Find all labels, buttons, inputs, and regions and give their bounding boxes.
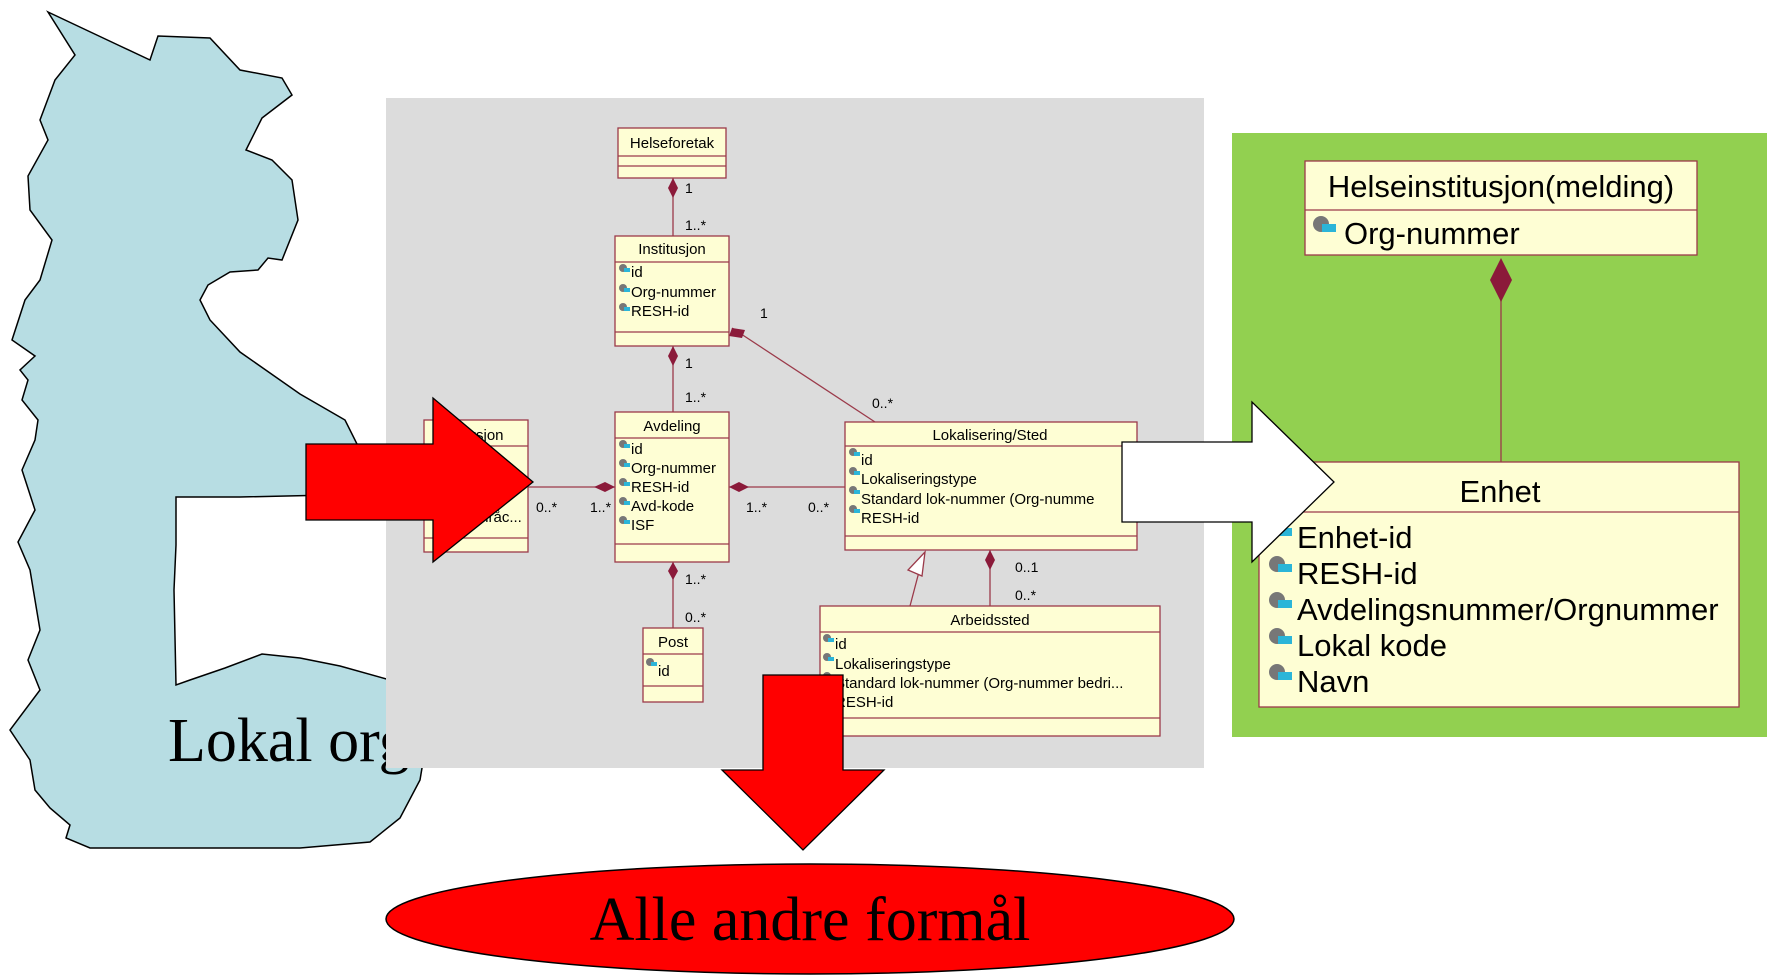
class-attribute: RESH-id [835, 694, 893, 711]
multiplicity-label: 1..* [685, 389, 707, 405]
attr-icon [1269, 592, 1292, 608]
attr-icon [619, 497, 630, 505]
ellipse-label: Alle andre formål [589, 886, 1031, 954]
class-arbeidssted: Arbeidssted id Lokaliseringstype Standar… [819, 605, 1161, 737]
class-attribute: Org-nummer [1344, 216, 1520, 251]
class-title: Helseforetak [630, 135, 715, 152]
class-attribute: Lokaliseringstype [835, 656, 951, 673]
composition-diamond [985, 550, 995, 570]
class-post: Post id [642, 627, 704, 703]
class-title: Institusjon [638, 241, 706, 258]
attr-icon [823, 634, 834, 642]
composition-diamond [729, 328, 745, 338]
class-title: Helseinstitusjon(melding) [1328, 169, 1674, 204]
red-arrow-down-icon [720, 674, 886, 851]
class-attribute: RESH-id [1297, 556, 1418, 591]
composition-diamond [668, 562, 678, 580]
class-attribute: id [835, 636, 847, 653]
class-attribute: Enhet-id [1297, 520, 1412, 555]
multiplicity-label: 1 [685, 180, 693, 196]
attr-icon [1269, 628, 1292, 644]
class-attribute: id [658, 663, 670, 680]
red-arrow-right-icon [305, 396, 535, 564]
class-helseforetak: Helseforetak [617, 127, 727, 179]
multiplicity-label: 1 [685, 355, 693, 371]
attr-icon [823, 653, 834, 661]
class-institusjon: Institusjon id Org-nummer RESH-id [614, 235, 730, 347]
attr-icon [849, 505, 860, 513]
attr-icon [1269, 556, 1292, 572]
multiplicity-label: 0..1 [1015, 559, 1039, 575]
attr-icon [849, 467, 860, 475]
class-attribute: RESH-id [631, 303, 689, 320]
multiplicity-label: 1 [760, 305, 768, 321]
composition-diamond [668, 178, 678, 198]
class-attribute: Standard lok-nummer (Org-nummer bedri... [835, 675, 1123, 692]
attr-icon [619, 440, 630, 448]
attr-icon [619, 459, 630, 467]
attr-icon [646, 658, 657, 666]
multiplicity-label: 0..* [536, 499, 558, 515]
attr-icon [849, 486, 860, 494]
composition-diamond [729, 482, 749, 492]
class-enhet: Enhet Enhet-id RESH-id Avdelingsnummer/O… [1258, 461, 1740, 708]
attr-icon [1313, 216, 1336, 232]
class-attribute: Avd-kode [631, 498, 694, 515]
multiplicity-label: 0..* [1015, 587, 1037, 603]
attr-icon [619, 284, 630, 292]
class-attribute: Standard lok-nummer (Org-numme [861, 491, 1094, 508]
class-attribute: Lokaliseringstype [861, 471, 977, 488]
attr-icon [619, 264, 630, 272]
multiplicity-label: 0..* [872, 395, 894, 411]
class-lokalisering: Lokalisering/Sted id Lokaliseringstype S… [844, 421, 1138, 551]
class-title: Arbeidssted [950, 612, 1029, 629]
class-avdeling: Avdeling id Org-nummer RESH-id Avd-kode … [614, 411, 730, 563]
multiplicity-label: 0..* [685, 609, 707, 625]
class-attribute: RESH-id [631, 479, 689, 496]
attr-icon [619, 478, 630, 486]
composition-diamond [1490, 258, 1512, 302]
class-attribute: Navn [1297, 664, 1369, 699]
composition-diamond [668, 346, 678, 366]
class-attribute: Org-nummer [631, 284, 716, 301]
attr-icon [1269, 664, 1292, 680]
silhouette-caption: Lokal org [168, 707, 410, 775]
class-attribute: ISF [631, 517, 654, 534]
class-helseinstitusjon: Helseinstitusjon(melding) Org-nummer [1304, 160, 1698, 256]
association-line [731, 327, 876, 423]
generalization-arrowhead [906, 550, 926, 577]
multiplicity-label: 1..* [685, 217, 707, 233]
class-attribute: id [631, 441, 643, 458]
class-attribute: Lokal kode [1297, 628, 1447, 663]
class-attribute: Org-nummer [631, 460, 716, 477]
multiplicity-label: 1..* [590, 499, 612, 515]
attr-icon [619, 303, 630, 311]
attr-icon [849, 448, 860, 456]
class-attribute: RESH-id [861, 510, 919, 527]
class-attribute: Avdelingsnummer/Orgnummer [1297, 592, 1719, 627]
class-attribute: id [861, 452, 873, 469]
multiplicity-label: 0..* [808, 499, 830, 515]
class-title: Avdeling [643, 418, 700, 435]
class-attribute: id [631, 264, 643, 281]
composition-diamond [594, 482, 615, 492]
attr-icon [619, 516, 630, 524]
white-arrow-right-icon [1121, 400, 1335, 564]
class-title: Enhet [1459, 474, 1540, 509]
multiplicity-label: 1..* [746, 499, 768, 515]
class-title: Lokalisering/Sted [932, 427, 1047, 444]
class-title: Post [658, 634, 689, 651]
multiplicity-label: 1..* [685, 571, 707, 587]
